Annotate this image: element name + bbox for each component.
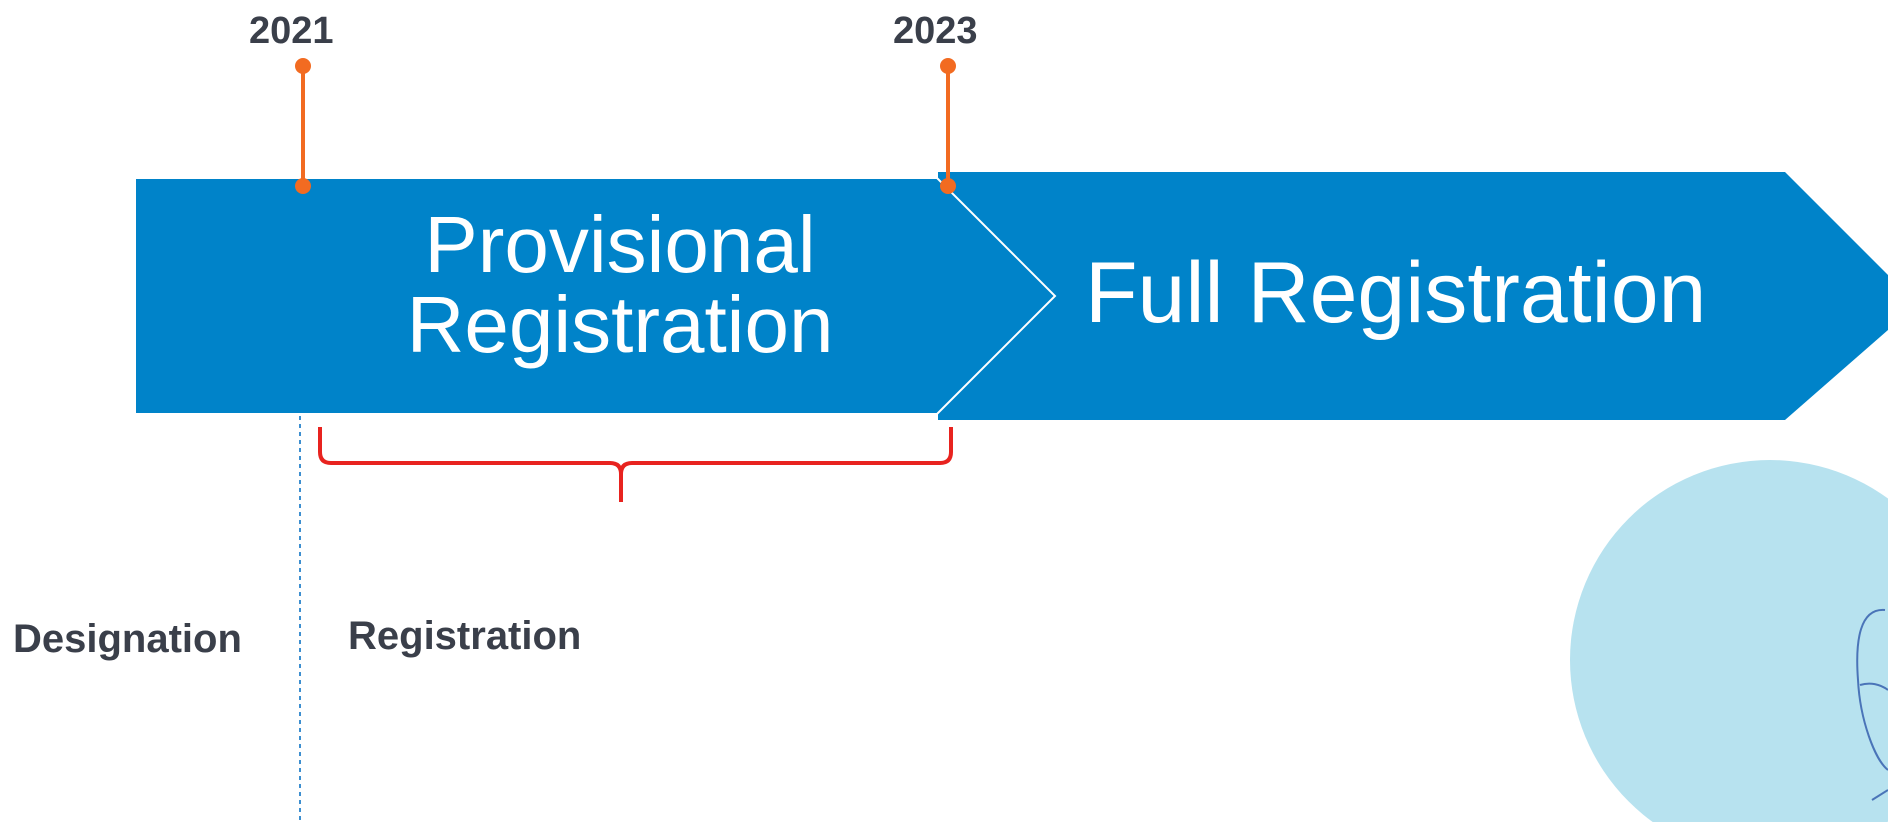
person-illustration (1570, 460, 1888, 822)
provisional-registration-label: Provisional Registration (330, 205, 910, 365)
full-registration-label: Full Registration (1085, 245, 1707, 341)
milestone-year-2023: 2023 (893, 10, 978, 52)
provisional-line-1: Provisional (424, 200, 816, 289)
provisional-period-bracket (318, 427, 953, 502)
milestone-year-2021: 2021 (249, 10, 334, 52)
registration-label: Registration (348, 614, 582, 658)
milestone-marker-2021 (295, 58, 311, 194)
provisional-line-2: Registration (406, 280, 834, 369)
full-registration-arrow (938, 172, 1888, 420)
provisional-registration-arrow (134, 177, 1057, 415)
designation-label: Designation (13, 617, 242, 661)
milestone-marker-2023 (940, 58, 956, 194)
